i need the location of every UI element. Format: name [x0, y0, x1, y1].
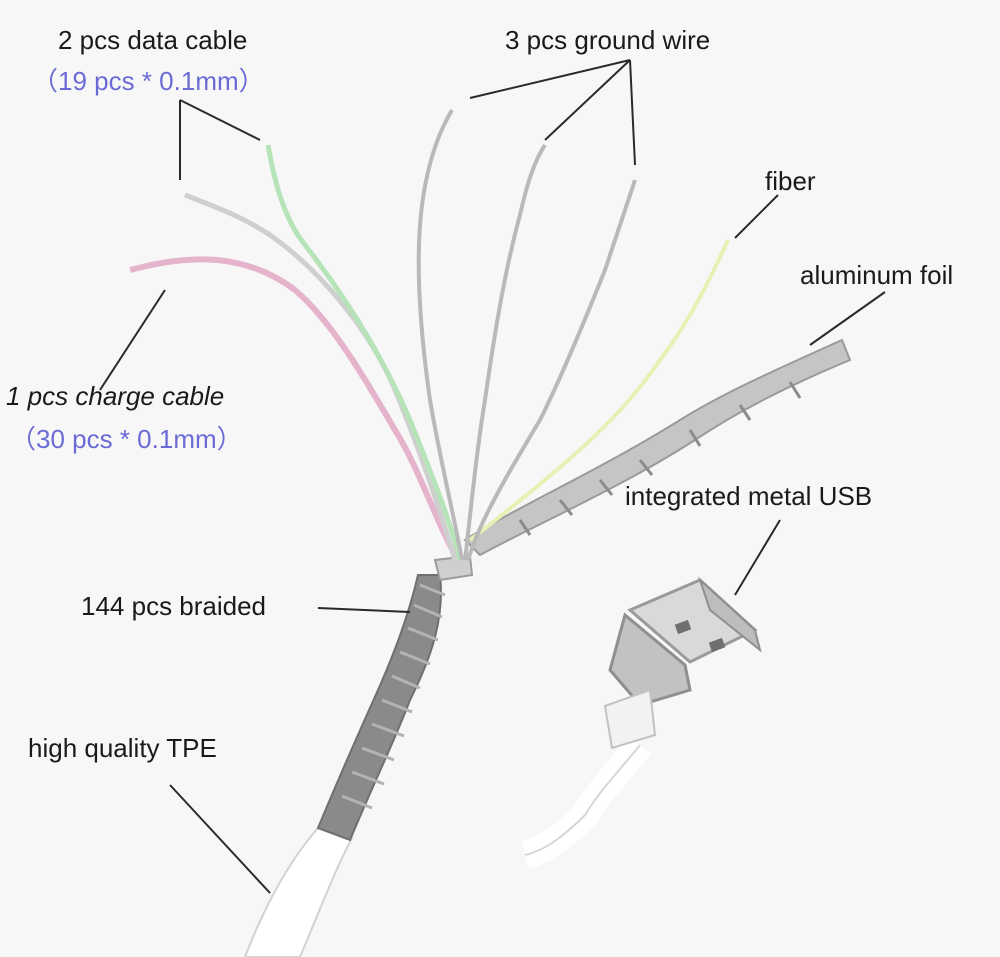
- tpe-label: high quality TPE: [28, 733, 217, 763]
- charge-wire: [129, 256, 461, 562]
- charge-cable-label: 1 pcs charge cable: [6, 381, 225, 411]
- ground-wire-2: [463, 143, 547, 561]
- integrated-usb-label: integrated metal USB: [625, 481, 873, 511]
- braided-label: 144 pcs braided: [81, 591, 267, 621]
- braided-shield: [316, 574, 442, 842]
- aluminum-foil-label: aluminum foil: [800, 260, 954, 290]
- data-wire-1: [184, 192, 458, 561]
- data-cable-spec-label: （19 pcs * 0.1mm）: [32, 66, 265, 96]
- data-cable-label: 2 pcs data cable: [58, 25, 248, 55]
- fiber-label: fiber: [765, 166, 816, 196]
- usb-cable: [521, 736, 651, 869]
- charge-cable-spec-label: （30 pcs * 0.1mm）: [10, 424, 243, 454]
- fiber-strand: [468, 239, 730, 542]
- tpe-jacket: [243, 826, 354, 957]
- ground-wire-label: 3 pcs ground wire: [505, 25, 711, 55]
- ground-wire-1: [416, 108, 464, 561]
- usb-plug: [603, 576, 762, 750]
- callout-lines: [99, 59, 886, 894]
- ground-wire-3: [466, 179, 637, 561]
- data-wire-2-green: [265, 144, 463, 561]
